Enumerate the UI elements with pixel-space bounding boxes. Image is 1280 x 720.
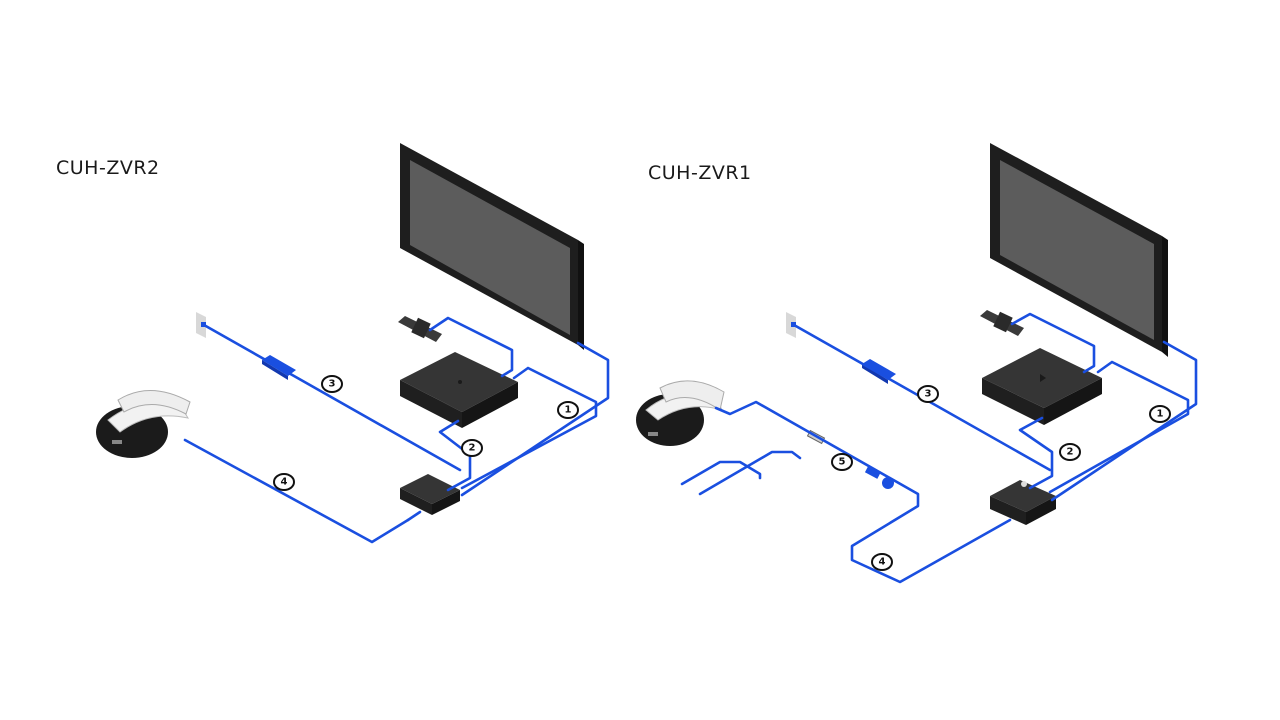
cable-4-headset — [183, 438, 410, 544]
panel-title-cuh-zvr2: CUH-ZVR2 — [56, 157, 160, 179]
cable-number-label: 3 — [329, 379, 336, 390]
tv — [400, 143, 584, 350]
panel-left — [96, 143, 610, 544]
cable-number-badge: 1 — [557, 401, 579, 419]
tv — [990, 143, 1168, 357]
processor-unit — [990, 480, 1056, 525]
cable-2-hdmi-ps4 — [1018, 416, 1054, 490]
playstation-camera — [980, 310, 1024, 336]
stereo-headphones-cable — [680, 450, 802, 496]
cable-2-hdmi-ps4 — [438, 419, 472, 492]
ac-adaptor — [862, 359, 896, 384]
cable-number-label: 4 — [879, 557, 886, 568]
cable-number-badge: 5 — [831, 453, 853, 471]
cable-3-power — [202, 323, 462, 472]
cable-number-label: 3 — [925, 389, 932, 400]
cable-number-badge: 1 — [1149, 405, 1171, 423]
cable-1-hdmi-tv — [460, 341, 610, 497]
cable-number-badge: 4 — [273, 473, 295, 491]
cable-5-connection — [714, 400, 1012, 584]
ac-adaptor — [262, 355, 296, 380]
cable-number-badge: 2 — [461, 439, 483, 457]
ps4-console — [982, 348, 1102, 425]
cable-proc-in — [406, 510, 422, 522]
cable-number-badge: 3 — [321, 375, 343, 393]
cable-1-hdmi-tv — [1050, 340, 1198, 502]
vr-headset — [636, 380, 725, 446]
panel-right — [636, 143, 1198, 584]
cable-number-label: 4 — [281, 477, 288, 488]
cable-number-label: 1 — [1157, 409, 1164, 420]
cable-camera — [428, 316, 514, 378]
cable-number-badge: 3 — [917, 385, 939, 403]
cable-number-label: 2 — [469, 443, 476, 454]
panel-title-cuh-zvr1: CUH-ZVR1 — [648, 162, 752, 184]
cable-number-badge: 2 — [1059, 443, 1081, 461]
vr-headset — [96, 390, 191, 458]
processor-unit — [400, 474, 460, 515]
cable-number-badge: 4 — [871, 553, 893, 571]
cable-number-label: 5 — [839, 457, 846, 468]
cable-number-label: 2 — [1067, 447, 1074, 458]
cable-number-label: 1 — [565, 405, 572, 416]
ps4-console — [400, 352, 518, 428]
cable-camera — [1010, 312, 1096, 374]
cable-usb — [460, 366, 598, 490]
playstation-camera — [398, 316, 442, 342]
